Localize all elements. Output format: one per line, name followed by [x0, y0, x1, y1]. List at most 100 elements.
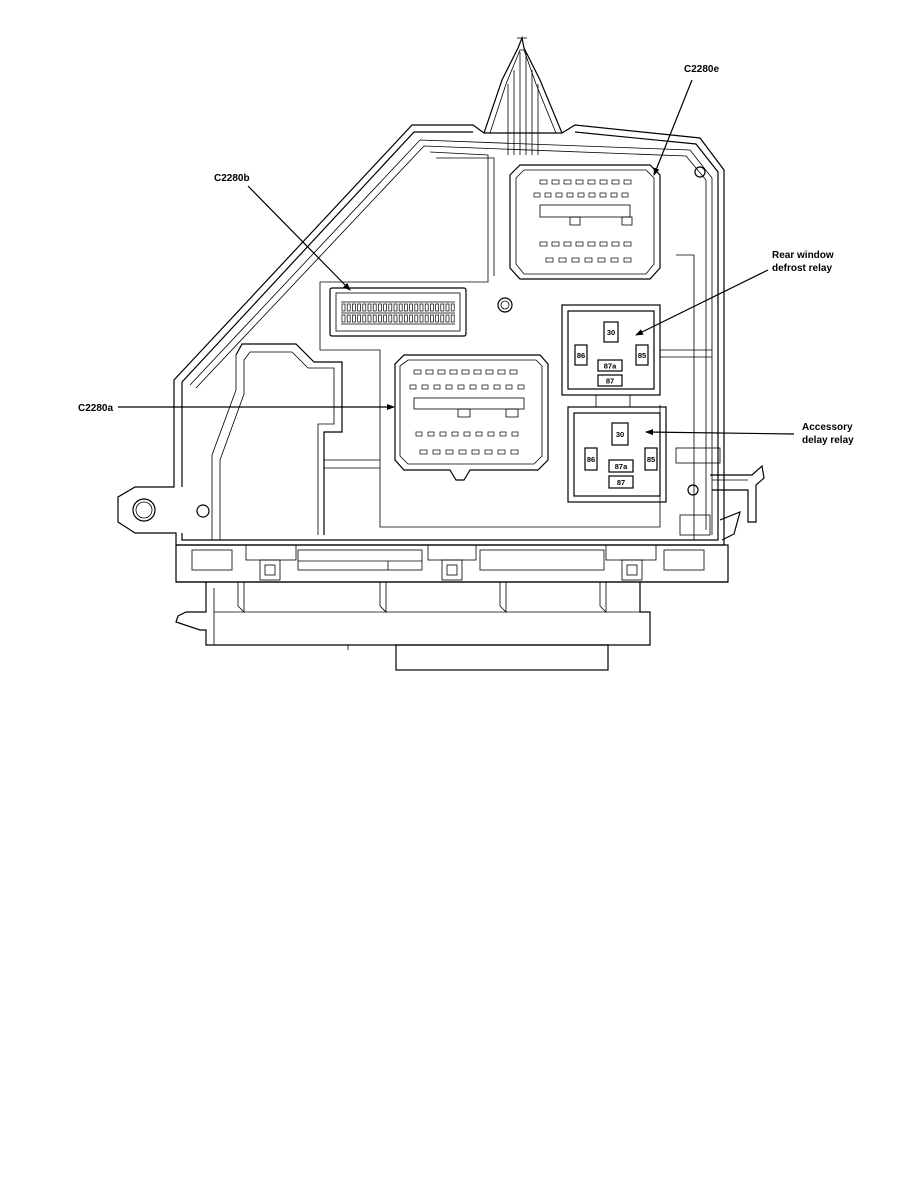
- c2280a-cavity: [421, 384, 429, 390]
- c2280e-cavity: [539, 179, 548, 185]
- callout-lines: [118, 79, 795, 436]
- c2280b-cavity: [398, 303, 403, 312]
- c2280a-cavity: [427, 431, 435, 437]
- c2280e-cavity: [610, 192, 618, 198]
- c2280e-cavity: [623, 257, 632, 263]
- accessory-delay-relay: 30 86 85 87a 87: [567, 406, 667, 503]
- c2280a-cavity: [487, 431, 495, 437]
- c2280b-cavity: [367, 314, 372, 323]
- c2280a-cavity: [409, 384, 417, 390]
- c2280b-cavity: [341, 314, 346, 323]
- c2280a-cavity: [471, 449, 480, 455]
- c2280a-cavity: [439, 431, 447, 437]
- c2280a-cavity: [433, 384, 441, 390]
- c2280b-cavity: [388, 303, 393, 312]
- c2280a-cavity: [493, 384, 501, 390]
- left-recess: [211, 343, 380, 540]
- relay1-pin-85: 85: [638, 351, 646, 360]
- c2280e-cavity: [558, 257, 567, 263]
- top-plug: [483, 35, 563, 155]
- callout-line-c2280b: [247, 185, 351, 291]
- c2280a-cavity: [475, 431, 483, 437]
- c2280e-cavity: [539, 241, 548, 247]
- c2280b-cavity: [393, 314, 398, 323]
- connector-c2280e-pins: [533, 179, 632, 263]
- c2280b-cavity: [346, 314, 351, 323]
- base: [175, 544, 729, 671]
- c2280e-cavity: [563, 179, 572, 185]
- c2280a-cavity: [509, 369, 518, 375]
- c2280b-cavity: [409, 314, 413, 323]
- c2280e-cavity: [623, 179, 632, 185]
- c2280b-cavity: [404, 303, 408, 312]
- relay1-pin-30-box: [603, 321, 619, 343]
- c2280e-cavity: [577, 192, 585, 198]
- c2280b-cavity: [378, 314, 382, 323]
- c2280b-cavity: [352, 303, 356, 312]
- c2280b-cavity: [388, 314, 393, 323]
- label-c2280a: C2280a: [78, 403, 113, 414]
- c2280e-cavity: [575, 241, 584, 247]
- c2280b-cavity: [419, 314, 424, 323]
- c2280a-cavity: [415, 431, 423, 437]
- c2280b-cavity: [450, 303, 455, 312]
- right-latch: [660, 254, 765, 541]
- c2280b-cavity: [352, 314, 356, 323]
- c2280e-cavity: [599, 179, 608, 185]
- c2280a-cavity: [469, 384, 477, 390]
- c2280e-cavity: [571, 257, 580, 263]
- c2280e-cavity: [544, 192, 552, 198]
- c2280e-cavity: [566, 192, 574, 198]
- c2280e-cavity: [575, 179, 584, 185]
- c2280a-cavity: [463, 431, 471, 437]
- c2280b-cavity: [393, 303, 398, 312]
- c2280e-cavity: [551, 179, 560, 185]
- c2280b-cavity: [362, 303, 367, 312]
- c2280a-cavity: [473, 369, 482, 375]
- c2280a-cavity: [413, 369, 422, 375]
- c2280a-cavity: [517, 384, 525, 390]
- c2280a-cavity: [497, 449, 506, 455]
- c2280a-cavity: [451, 431, 459, 437]
- c2280a-cavity: [461, 369, 470, 375]
- c2280a-cavity: [485, 369, 494, 375]
- c2280b-cavity: [367, 303, 372, 312]
- c2280e-cavity: [587, 241, 596, 247]
- c2280e-cavity: [584, 257, 593, 263]
- c2280a-cavity: [510, 449, 519, 455]
- c2280e-cavity: [545, 257, 554, 263]
- connector-c2280a-pins: [409, 369, 525, 455]
- label-rear-defrost-line2: defrost relay: [772, 263, 832, 274]
- relay2-pin-85: 85: [647, 455, 655, 464]
- c2280a-cavity: [445, 384, 453, 390]
- label-c2280b: C2280b: [214, 173, 250, 184]
- relay2-pin-30: 30: [616, 430, 624, 439]
- c2280a-cavity: [425, 369, 434, 375]
- c2280b-cavity: [372, 303, 377, 312]
- c2280b-cavity: [440, 303, 445, 312]
- c2280b-cavity: [372, 314, 377, 323]
- relay1-pin-30: 30: [607, 328, 615, 337]
- c2280e-cavity: [563, 241, 572, 247]
- c2280b-cavity: [383, 303, 387, 312]
- c2280b-cavity: [414, 303, 419, 312]
- c2280e-cavity: [623, 241, 632, 247]
- c2280b-cavity: [424, 303, 429, 312]
- c2280b-cavity: [357, 303, 361, 312]
- c2280b-cavity: [346, 303, 351, 312]
- c2280a-cavity: [419, 449, 428, 455]
- c2280b-cavity: [445, 314, 450, 323]
- c2280b-cavity: [404, 314, 408, 323]
- c2280b-cavity: [398, 314, 403, 323]
- connector-c2280e: [509, 164, 661, 280]
- relay2-pin-87a: 87a: [615, 462, 628, 471]
- c2280e-cavity: [587, 179, 596, 185]
- c2280b-cavity: [440, 314, 445, 323]
- relay1-pin-87a: 87a: [604, 362, 617, 371]
- c2280a-cavity: [458, 449, 467, 455]
- callout-labels: C2280e C2280b C2280a Rear window defrost…: [78, 64, 854, 446]
- c2280a-cavity: [511, 431, 519, 437]
- relay1-pin-86: 86: [577, 351, 585, 360]
